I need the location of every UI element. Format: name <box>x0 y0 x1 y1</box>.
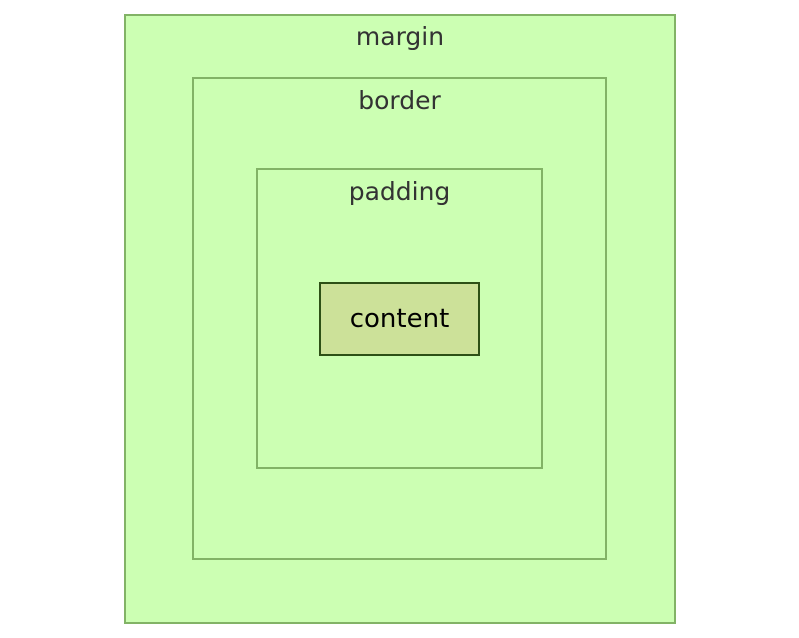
content-label: content <box>349 304 450 334</box>
border-label: border <box>358 86 441 115</box>
content-box: content <box>319 282 480 356</box>
margin-label: margin <box>355 22 445 51</box>
padding-label: padding <box>348 177 451 206</box>
